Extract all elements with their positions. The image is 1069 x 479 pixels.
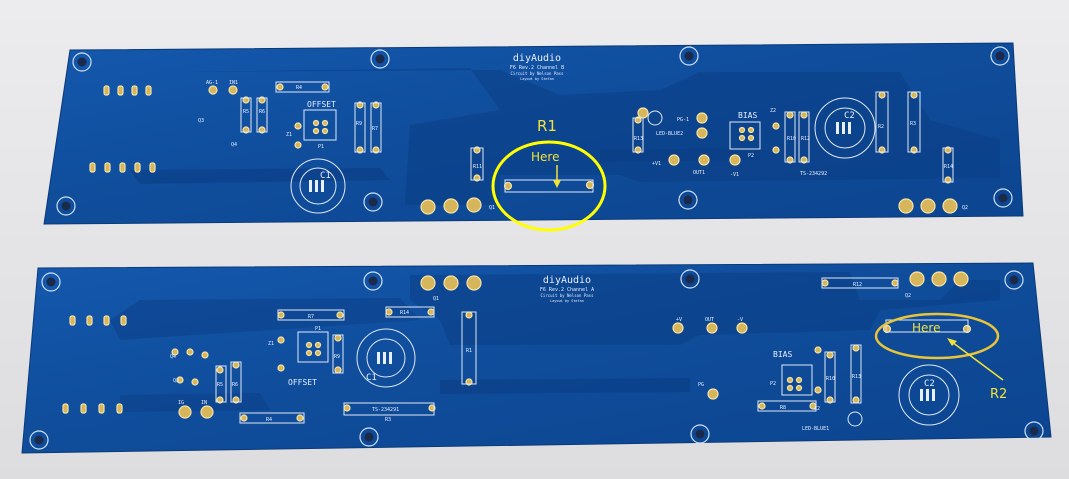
label-a-r14: R14 bbox=[400, 310, 409, 316]
label-r11: R11 bbox=[473, 164, 482, 170]
annotation-r2: Here R2 bbox=[874, 312, 1007, 402]
label-a-out: OUT bbox=[705, 317, 714, 323]
board-a-title: F6 Rev.2 Channel A bbox=[540, 287, 594, 293]
label-a-r1: R1 bbox=[466, 348, 472, 354]
board-b-brand: diyAudio bbox=[513, 53, 561, 64]
label-led: LED-BLUE2 bbox=[656, 131, 683, 137]
label-q3: Q3 bbox=[198, 118, 204, 124]
label-r4: R4 bbox=[296, 85, 302, 91]
annotation-r1: R1 Here bbox=[491, 117, 607, 232]
label-a-offset: OFFSET bbox=[288, 378, 317, 387]
label-a-c1: C1 bbox=[366, 373, 377, 383]
annotation-r1-circle bbox=[491, 140, 607, 232]
label-a-q4: Q4 bbox=[170, 354, 176, 360]
label-a-vneg: -V bbox=[737, 317, 743, 323]
label-a-q2: Q2 bbox=[905, 293, 911, 299]
label-a-led: LED-BLUE1 bbox=[802, 426, 829, 432]
label-a-bias: BIAS bbox=[773, 350, 792, 359]
annotation-r1-label: R1 bbox=[537, 117, 557, 135]
label-a-p1: P1 bbox=[315, 326, 321, 332]
board-b-title: F6 Rev.2 Channel B bbox=[510, 65, 564, 71]
label-q4: Q4 bbox=[231, 142, 237, 148]
label-a-ts: TS-234291 bbox=[372, 407, 399, 413]
pcb-board-channel-a: diyAudio F6 Rev.2 Channel A Circuit by N… bbox=[21, 262, 1052, 454]
label-out1: OUT1 bbox=[693, 170, 705, 176]
label-c1: C1 bbox=[320, 171, 331, 181]
annotation-r1-here: Here bbox=[531, 150, 559, 164]
board-a-brand: diyAudio bbox=[543, 275, 591, 286]
annotation-r2-ellipse bbox=[874, 312, 1000, 360]
annotation-r2-label: R2 bbox=[990, 387, 1007, 402]
label-bias: BIAS bbox=[738, 111, 757, 120]
label-a-r6: R6 bbox=[232, 382, 238, 388]
label-p1: P1 bbox=[318, 144, 324, 150]
label-v1pos: +V1 bbox=[652, 161, 661, 167]
label-r7: R7 bbox=[372, 126, 378, 132]
label-a-vpos: +V bbox=[676, 317, 682, 323]
pcb-board-channel-b: diyAudio F6 Rev.2 Channel B Circuit by N… bbox=[43, 42, 1024, 225]
label-a-p2: P2 bbox=[770, 381, 776, 387]
annotation-r2-here: Here bbox=[912, 321, 940, 335]
label-ag1: AG-1 bbox=[206, 80, 218, 86]
label-z1: Z1 bbox=[286, 132, 292, 138]
label-a-r12: R12 bbox=[853, 282, 862, 288]
label-r9: R9 bbox=[356, 121, 362, 127]
label-r2: R2 bbox=[878, 124, 884, 130]
label-a-in: IN bbox=[201, 400, 207, 406]
label-r13: R13 bbox=[634, 136, 643, 142]
label-a-r7: R7 bbox=[308, 314, 314, 320]
label-q2: Q2 bbox=[962, 205, 968, 211]
label-a-q1: Q1 bbox=[433, 296, 439, 302]
label-a-r13: R13 bbox=[852, 374, 861, 380]
label-c2: C2 bbox=[844, 111, 855, 121]
label-a-ig: IG bbox=[178, 400, 184, 406]
label-p2: P2 bbox=[748, 153, 754, 159]
label-r6: R6 bbox=[259, 109, 265, 115]
label-pg1: PG-1 bbox=[677, 117, 689, 123]
label-r10: R10 bbox=[787, 136, 796, 142]
label-a-pg: PG bbox=[698, 382, 704, 388]
label-a-r8: R8 bbox=[780, 405, 786, 411]
label-v1neg: -V1 bbox=[730, 172, 739, 178]
label-r12: R12 bbox=[801, 136, 810, 142]
annotation-r2-arrow bbox=[951, 341, 1004, 381]
board-a-layout: Layout by Stefan bbox=[550, 299, 584, 303]
label-r3: R3 bbox=[910, 121, 916, 127]
label-q1: Q1 bbox=[489, 205, 495, 211]
label-offset: OFFSET bbox=[307, 100, 336, 109]
label-r5: R5 bbox=[243, 109, 249, 115]
label-a-r4: R4 bbox=[266, 417, 272, 423]
board-b-layout: Layout by Stefan bbox=[520, 77, 554, 81]
label-a-r10: R10 bbox=[826, 376, 835, 382]
board-a-credit: Circuit by Nelson Pass bbox=[541, 293, 595, 298]
label-a-r9: R9 bbox=[334, 354, 340, 360]
board-b-credit: Circuit by Nelson Pass bbox=[511, 71, 565, 76]
label-r14: R14 bbox=[944, 164, 953, 170]
label-a-q3: Q3 bbox=[173, 378, 179, 384]
label-a-z1: Z1 bbox=[268, 341, 274, 347]
label-ts: TS-234292 bbox=[800, 171, 827, 177]
label-z2: Z2 bbox=[770, 108, 776, 114]
label-in1: IN1 bbox=[229, 80, 238, 86]
label-a-c2: C2 bbox=[924, 379, 935, 389]
label-a-r5: R5 bbox=[217, 382, 223, 388]
label-a-z2: Z2 bbox=[814, 406, 820, 412]
label-a-r3: R3 bbox=[385, 417, 391, 423]
